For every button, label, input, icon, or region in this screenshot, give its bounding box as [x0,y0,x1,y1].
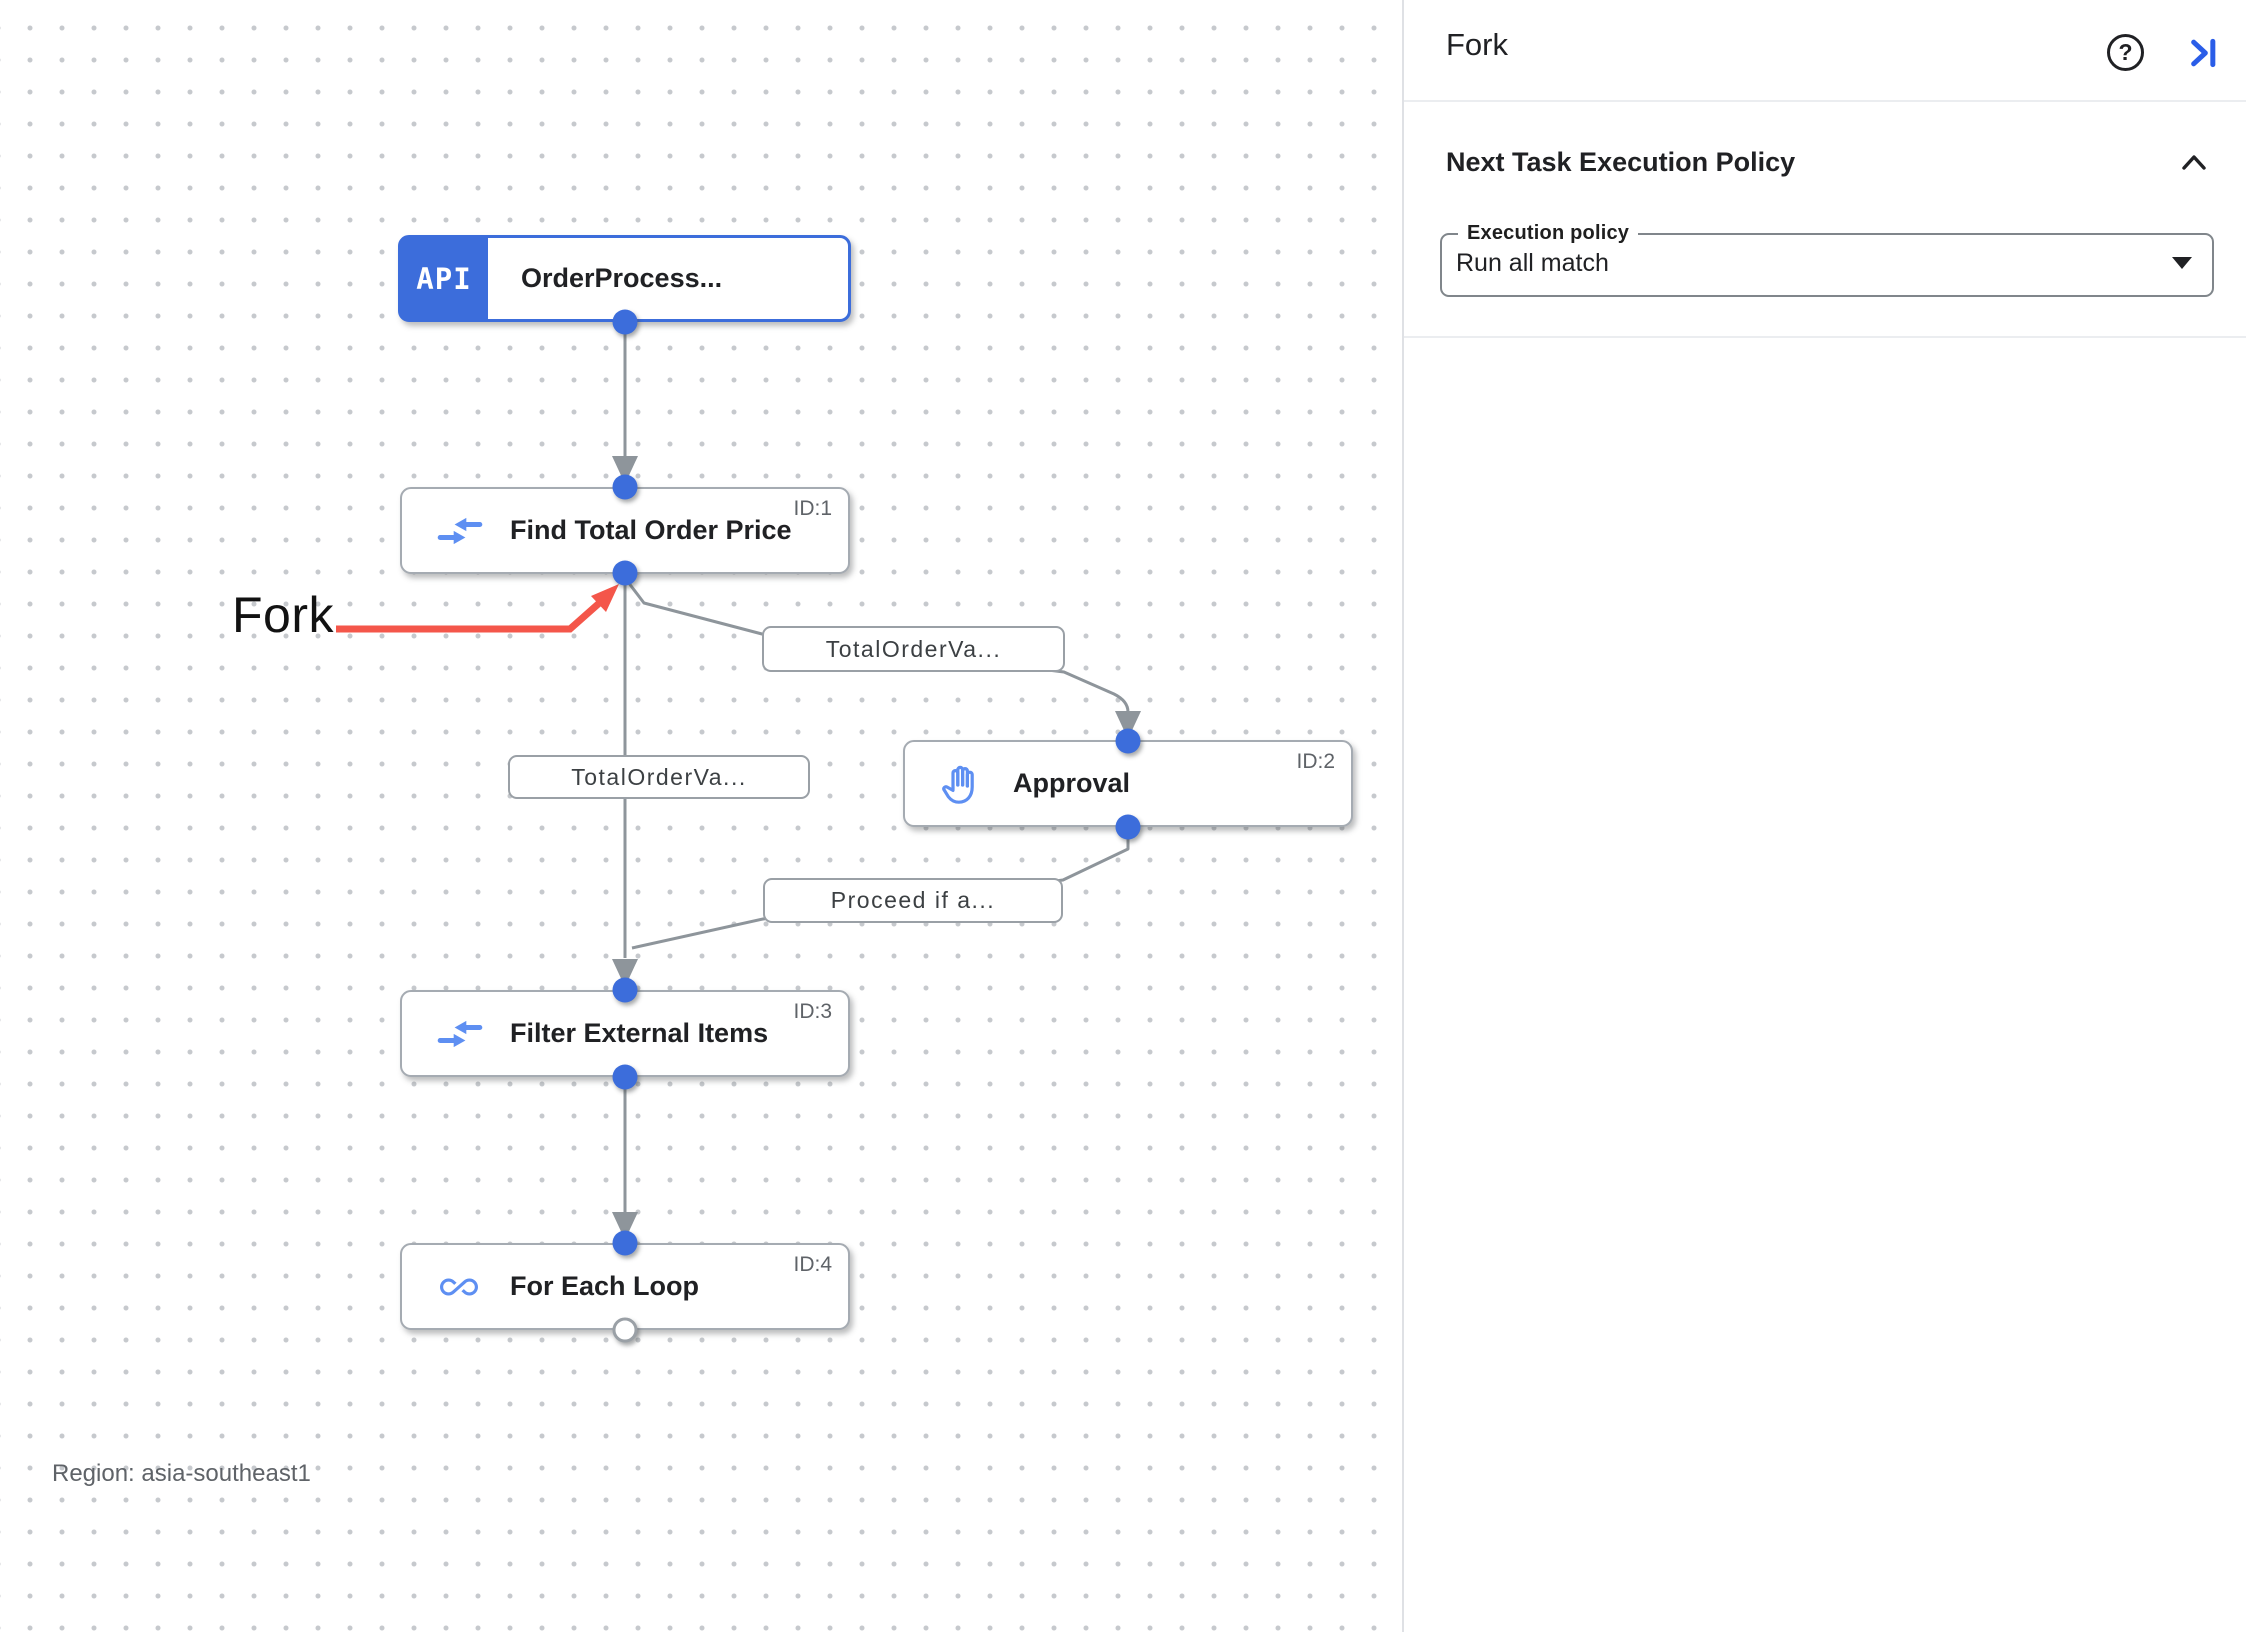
node-title: OrderProcess... [521,263,723,293]
node-title: Approval [1013,768,1131,798]
task-config-panel: Fork ? Next Task Execution Policy Execut… [1402,0,2246,1632]
fork-annotation-arrow [336,584,619,633]
for-each-loop-icon [436,1268,482,1306]
approval-hand-icon [939,760,983,808]
node-filter-external-items[interactable]: Filter External Items ID:3 [400,990,850,1077]
section-divider [1404,336,2246,338]
edge-label-total-order-left[interactable]: TotalOrderVa... [508,755,810,799]
connector-dot-filter-out[interactable] [612,1064,638,1090]
section-next-task-execution-policy[interactable]: Next Task Execution Policy [1446,140,2210,184]
connector-dot-foreach-out-empty[interactable] [612,1317,638,1343]
data-mapping-icon [436,1016,484,1052]
node-id-label: ID:1 [793,497,832,520]
chevron-up-icon[interactable] [2178,151,2210,173]
panel-header: Fork ? [1404,0,2246,102]
region-label: Region: asia-southeast1 [52,1460,311,1487]
node-id-label: ID:3 [793,1000,832,1023]
connector-dot-trigger-out[interactable] [612,309,638,335]
node-id-label: ID:2 [1296,750,1335,773]
panel-title: Fork [1446,27,1508,62]
node-title: Find Total Order Price [510,515,792,545]
node-id-label: ID:4 [793,1253,832,1276]
edge-label-total-order-right[interactable]: TotalOrderVa... [762,626,1065,672]
workflow-canvas[interactable]: TotalOrderVa... TotalOrderVa... Proceed … [0,0,1402,1632]
dropdown-caret-icon [2172,257,2192,269]
connector-dot-filter-in[interactable] [612,977,638,1003]
help-icon[interactable]: ? [2107,34,2144,71]
node-order-process-trigger[interactable]: API OrderProcess... [398,235,851,322]
execution-policy-select[interactable]: Execution policy Run all match [1440,222,2214,297]
edge-label-proceed[interactable]: Proceed if a... [763,878,1063,923]
node-title: For Each Loop [510,1271,699,1301]
edge-arrowheads [612,456,1141,1240]
edge-label-text: TotalOrderVa... [825,635,1002,662]
connector-dot-foreach-in[interactable] [612,1230,638,1256]
api-badge-label: API [416,261,472,296]
connector-dot-approval-in[interactable] [1115,728,1141,754]
collapse-panel-icon[interactable] [2182,33,2222,73]
data-mapping-icon [436,513,484,549]
connector-dot-find-total-in[interactable] [612,474,638,500]
node-title: Filter External Items [510,1018,769,1048]
node-find-total-order-price[interactable]: Find Total Order Price ID:1 [400,487,850,574]
execution-policy-value: Run all match [1456,248,1609,277]
api-trigger-badge-icon: API [400,237,488,320]
edge-label-text: Proceed if a... [830,887,996,913]
execution-policy-label: Execution policy [1467,222,1630,244]
section-title: Next Task Execution Policy [1446,146,1796,177]
edge-approval-to-filter [631,827,1130,950]
fork-annotation-label: Fork [232,587,334,643]
connector-dot-find-total-out[interactable] [612,560,638,586]
connector-dot-approval-out[interactable] [1115,814,1141,840]
edge-label-text: TotalOrderVa... [571,763,747,790]
node-for-each-loop[interactable]: For Each Loop ID:4 [400,1243,850,1330]
